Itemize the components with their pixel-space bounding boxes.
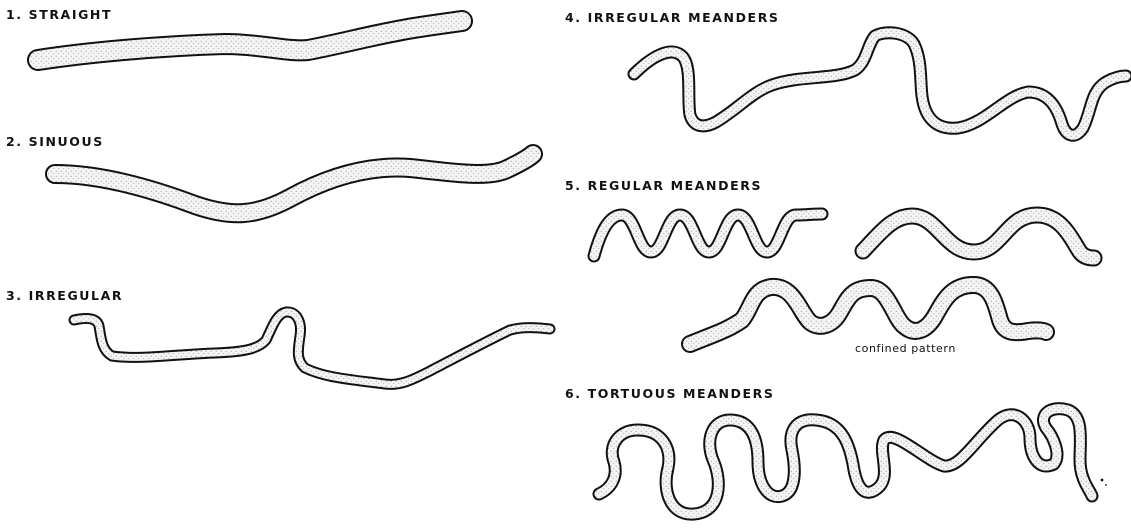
channel-irregular	[74, 312, 550, 384]
label-regular-meanders: 5. REGULAR MEANDERS	[565, 178, 762, 193]
label-irregular: 3. IRREGULAR	[6, 288, 123, 303]
scan-speck	[1105, 484, 1107, 486]
channel-irregular-meanders	[634, 33, 1126, 136]
label-straight: 1. STRAIGHT	[6, 7, 112, 22]
label-tortuous-meanders: 6. TORTUOUS MEANDERS	[565, 386, 774, 401]
channel-regular-meanders-small	[594, 214, 822, 256]
channel-confined-pattern	[690, 285, 1046, 344]
channel-regular-meanders-large	[863, 215, 1094, 258]
channel-straight	[38, 21, 462, 60]
label-sinuous: 2. SINUOUS	[6, 134, 104, 149]
channel-tortuous-meanders	[599, 409, 1092, 514]
channel-sinuous	[55, 154, 533, 213]
scan-speck	[1101, 479, 1104, 482]
label-confined-pattern: confined pattern	[855, 342, 956, 355]
label-irregular-meanders: 4. IRREGULAR MEANDERS	[565, 10, 780, 25]
